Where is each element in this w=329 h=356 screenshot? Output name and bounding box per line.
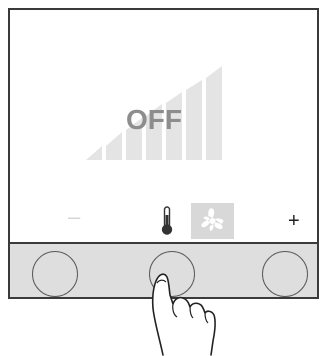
mode-label: OFF xyxy=(126,104,182,136)
plus-label: + xyxy=(288,211,300,231)
plus-button[interactable] xyxy=(262,251,308,297)
finger-press-icon xyxy=(140,255,240,356)
thermostat-device: OFF – + xyxy=(8,8,319,297)
thermometer-icon xyxy=(160,206,174,236)
level-bar-7 xyxy=(206,66,222,160)
level-bar-2 xyxy=(106,132,122,160)
minus-label: – xyxy=(68,206,80,228)
display-screen: OFF – + xyxy=(8,8,319,242)
level-bar-6 xyxy=(186,80,202,160)
minus-button[interactable] xyxy=(32,251,78,297)
fan-icon xyxy=(191,203,234,239)
level-bar-1 xyxy=(86,146,102,160)
